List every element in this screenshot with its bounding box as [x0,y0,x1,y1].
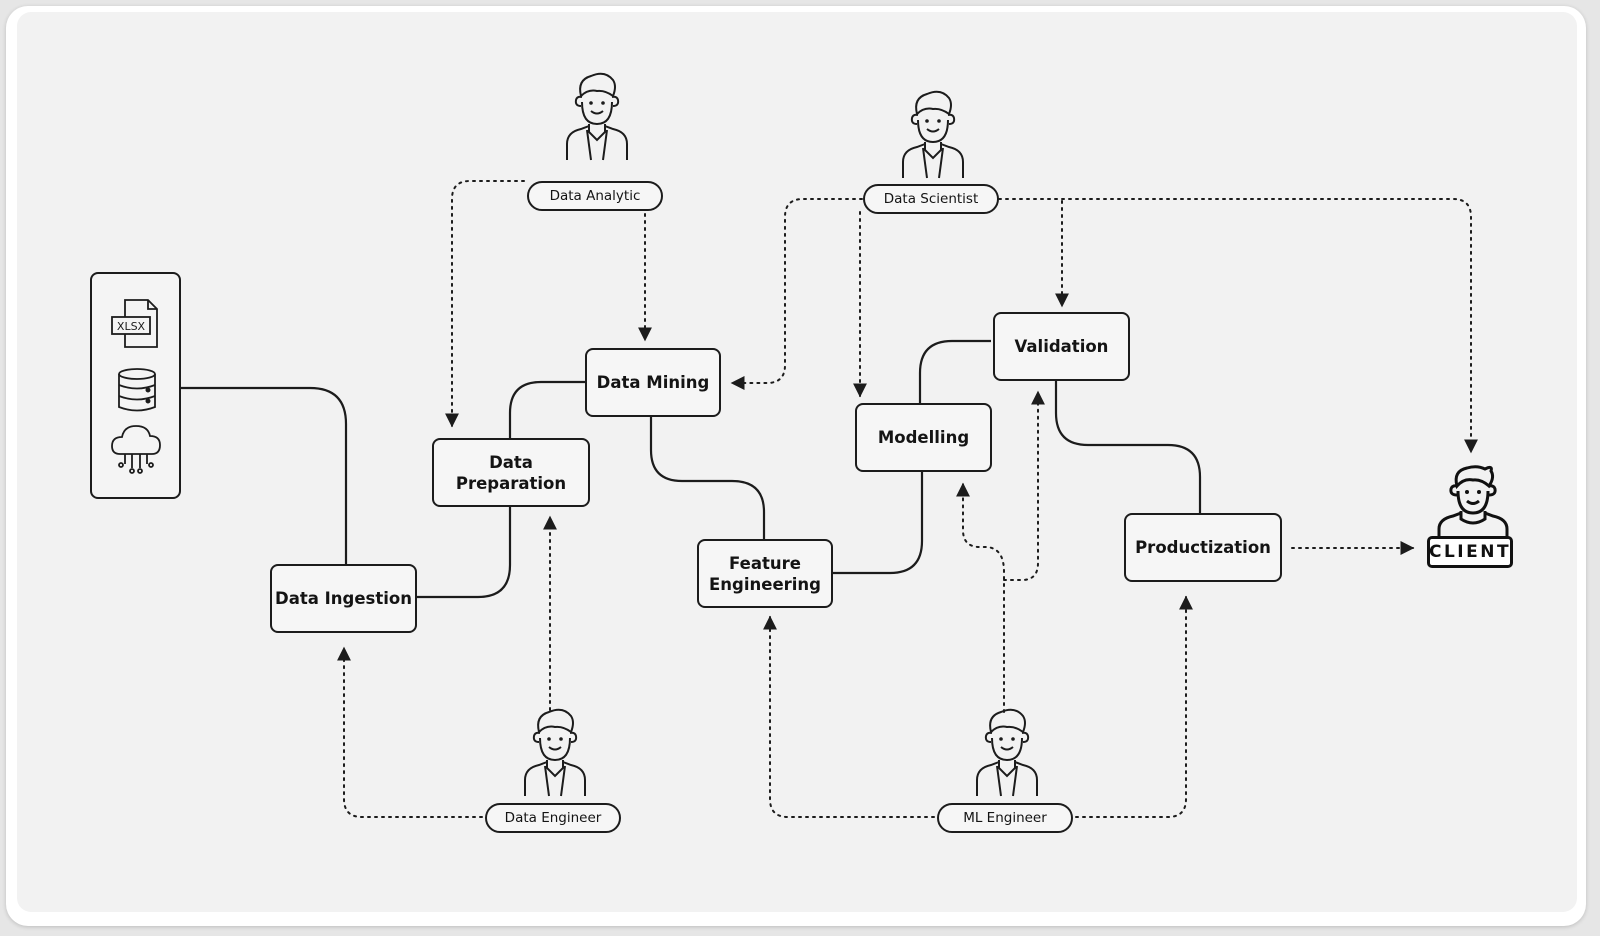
link-validation-to-productization [1054,380,1202,513]
dotted-analytic-to-preparation [445,180,525,428]
node-label: Validation [1014,337,1109,356]
xlsx-file-icon: XLSX [111,299,158,348]
role-label: Data Engineer [485,803,621,833]
client-label: CLIENT [1428,542,1512,562]
diagram-canvas [17,12,1577,912]
dotted-ml-to-modelling [956,482,1005,713]
role-label: Data Analytic [527,181,663,211]
link-mining-to-feature [649,416,766,539]
role-label-text: ML Engineer [963,810,1047,826]
node-label: Data Ingestion [275,589,412,608]
role-label-text: Data Scientist [883,191,979,207]
person-icon [976,708,1038,797]
node-feature-engineering[interactable]: Feature Engineering [697,539,833,608]
dotted-scientist-to-validation [998,198,1478,454]
data-sources-icons: XLSX [111,299,161,474]
node-label: Data Mining [596,373,710,392]
node-modelling[interactable]: Modelling [855,403,992,472]
node-data-mining[interactable]: Data Mining [585,348,721,417]
role-data-scientist: Data Scientist [863,84,1003,234]
link-sources-to-ingestion [181,386,348,564]
node-validation[interactable]: Validation [993,312,1130,381]
person-icon [902,90,964,179]
data-sources-panel: XLSX [90,272,181,499]
role-ml-engineer: ML Engineer [937,702,1077,852]
link-feature-to-modelling [832,471,924,575]
role-data-engineer: Data Engineer [485,702,625,852]
client-person-icon [1437,465,1509,537]
cloud-network-icon [111,425,161,474]
database-icon [118,368,156,412]
node-label: Feature Engineering [709,553,821,594]
person-icon [566,72,628,161]
role-label: ML Engineer [937,803,1073,833]
node-data-preparation[interactable]: Data Preparation [432,438,590,507]
node-label: Data Preparation [455,452,567,493]
role-data-analytic: Data Analytic [527,66,667,216]
dotted-engineer-to-ingestion [337,646,483,818]
node-label: Productization [1135,538,1271,557]
role-label-text: Data Engineer [504,810,602,826]
node-productization[interactable]: Productization [1124,513,1282,582]
client-badge: CLIENT [1427,536,1513,568]
dotted-ml-to-validation [1003,390,1045,581]
xlsx-label: XLSX [117,320,146,333]
dotted-ml-to-productization [1075,595,1193,818]
role-label-text: Data Analytic [549,188,641,204]
dotted-scientist-to-mining [730,198,863,390]
role-label: Data Scientist [863,184,999,214]
link-modelling-to-validation [918,339,991,403]
node-data-ingestion[interactable]: Data Ingestion [270,564,417,633]
link-ingestion-to-preparation [415,506,512,599]
node-label: Modelling [877,428,970,447]
dotted-ml-to-feature [763,615,935,818]
person-icon [524,708,586,797]
link-preparation-to-mining [508,380,585,438]
